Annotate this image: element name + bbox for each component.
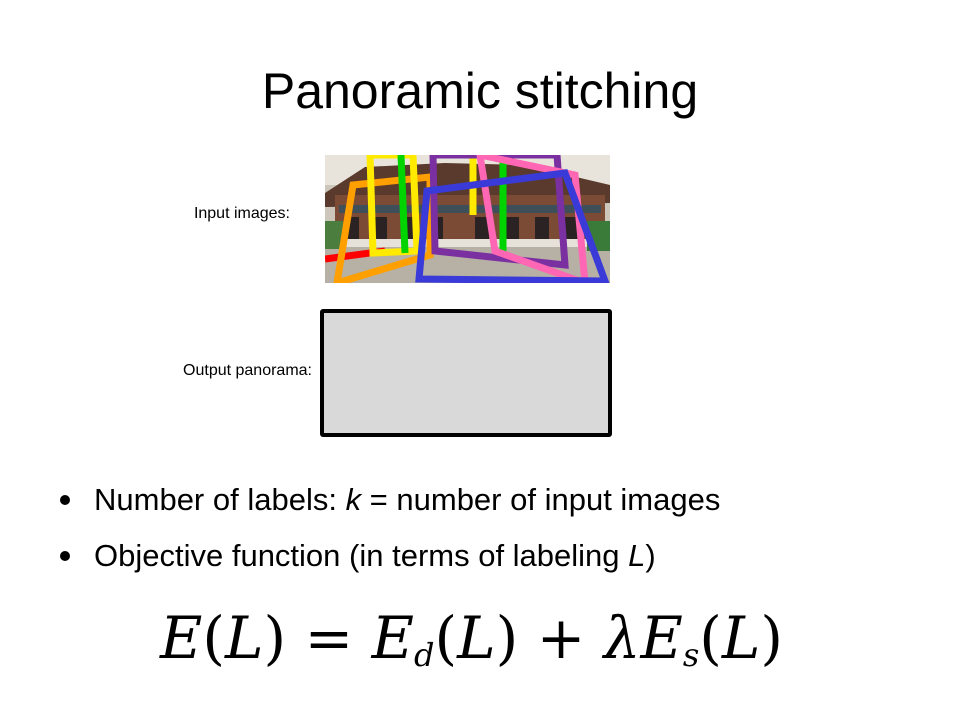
objective-equation: E(L) = Ed(L) + λEs(L) <box>160 598 800 678</box>
bullet-item: Number of labels: k = number of input im… <box>58 474 938 530</box>
eq-rparen: ) <box>760 604 784 672</box>
bullet-dot-icon <box>60 551 70 561</box>
frame-blue <box>415 169 610 283</box>
eq-lparen: ( <box>202 604 225 672</box>
frame-yellow <box>366 155 421 257</box>
bullet-suffix: ) <box>645 538 656 573</box>
eq-L: L <box>457 604 496 672</box>
bullet-dot-icon <box>60 495 70 505</box>
eq-E-smooth: E <box>640 604 683 672</box>
eq-lparen: ( <box>434 604 458 672</box>
bullet-prefix: Objective function (in terms of labeling <box>94 538 629 573</box>
eq-rparen: ) <box>263 604 287 672</box>
input-images-label: Input images: <box>193 205 290 222</box>
eq-L: L <box>224 604 264 672</box>
eq-E-data: E <box>371 604 414 672</box>
eq-rparen: ) <box>495 604 519 672</box>
eq-equals: = <box>304 604 354 672</box>
eq-sub-d: d <box>413 636 435 674</box>
eq-sub-s: s <box>682 636 700 674</box>
bullet-prefix: Number of labels: <box>94 482 346 517</box>
bullet-suffix: = number of input images <box>361 482 721 517</box>
slide-title: Panoramic stitching <box>261 63 699 119</box>
frame-purple <box>429 155 569 269</box>
eq-lambda: λ <box>603 604 641 672</box>
bullet-variable: k <box>345 482 362 517</box>
bullet-list: Number of labels: k = number of input im… <box>58 474 938 586</box>
eq-L: L <box>721 604 761 672</box>
frame-green-left <box>397 155 409 254</box>
eq-E: E <box>160 604 203 672</box>
bullet-variable: L <box>628 538 646 573</box>
frame-pink <box>476 155 589 283</box>
output-panorama-label: Output panorama: <box>183 362 312 379</box>
eq-plus: + <box>536 604 586 672</box>
input-images-illustration <box>325 155 610 283</box>
input-images-photo <box>325 155 610 283</box>
output-panorama-box <box>320 309 612 437</box>
bullet-item: Objective function (in terms of labeling… <box>58 530 938 586</box>
eq-lparen: ( <box>699 604 722 672</box>
